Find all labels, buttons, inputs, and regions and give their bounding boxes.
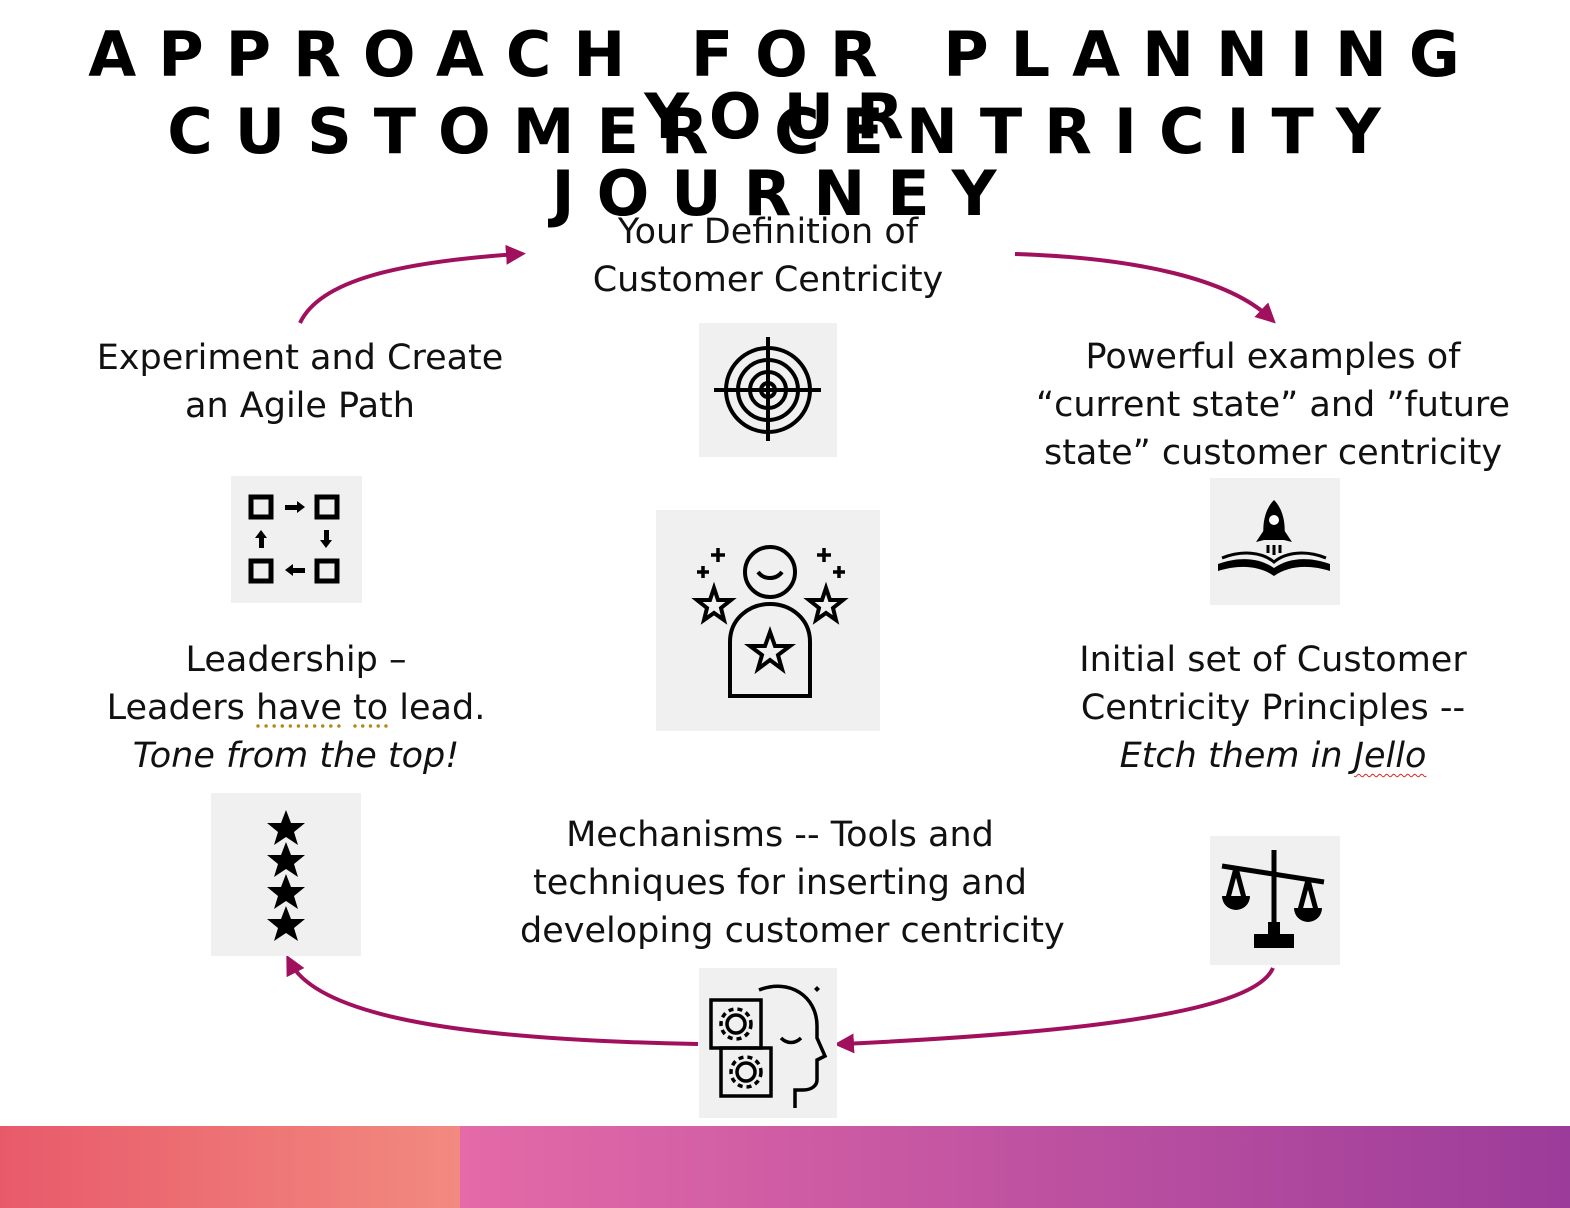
title-line-2: CUSTOMER CENTRICITY JOURNEY (167, 95, 1403, 230)
arrow-principles-to-mechanisms (834, 967, 1275, 1054)
to-word: to (353, 688, 389, 728)
node-examples-label: Powerful examples of “current state” and… (1030, 333, 1516, 477)
footer-band-right (460, 1126, 1570, 1208)
definition-line-1: Your Definition of (617, 212, 919, 252)
star-person-icon (656, 510, 880, 731)
definition-line-2: Customer Centricity (592, 260, 944, 300)
principles-line-3: Etch them in Jello (1040, 732, 1506, 780)
experiment-line-2: an Agile Path (185, 386, 415, 426)
principles-line-1: Initial set of Customer (1079, 640, 1467, 680)
leadership-line-2: Leaders have to lead. (90, 684, 502, 732)
experiment-line-1: Experiment and Create (96, 338, 504, 378)
target-icon (699, 323, 837, 457)
examples-line-1: Powerful examples of (1085, 337, 1461, 377)
leadership-line-1: Leadership – (185, 640, 407, 680)
node-principles-label: Initial set of Customer Centricity Princ… (1040, 636, 1506, 780)
leadership-line-2-pre: Leaders (106, 688, 256, 728)
head-gears-icon (699, 968, 837, 1118)
leadership-line-2-post: lead. (388, 688, 486, 728)
jello-word: Jello (1353, 736, 1427, 776)
leadership-line-2-space (342, 688, 353, 728)
four-stars-icon (211, 793, 361, 956)
arrow-experiment-to-definition (298, 244, 526, 324)
principles-line-2: Centricity Principles -- (1080, 688, 1466, 728)
title-line-1: APPROACH FOR PLANNING YOUR (88, 18, 1482, 153)
leadership-line-3: Tone from the top! (132, 736, 460, 776)
cycle-squares-icon (231, 476, 362, 603)
mechanisms-line-3: developing customer centricity (520, 911, 1065, 951)
principles-line-3-text: Etch them in (1119, 736, 1354, 776)
balance-scale-icon (1210, 836, 1340, 965)
examples-line-3: state” customer centricity (1043, 433, 1503, 473)
rocket-book-icon (1210, 478, 1340, 605)
footer-band-left (0, 1126, 460, 1208)
have-word: have (256, 688, 342, 728)
node-leadership-label: Leadership – Leaders have to lead. Tone … (90, 636, 502, 780)
node-experiment-label: Experiment and Create an Agile Path (90, 334, 510, 430)
mechanisms-line-2: techniques for inserting and (532, 863, 1028, 903)
arrow-definition-to-examples (1014, 252, 1276, 324)
arrow-mechanisms-to-leadership (286, 954, 699, 1046)
node-definition-label: Your Definition of Customer Centricity (560, 208, 976, 304)
examples-line-2: “current state” and ”future (1035, 385, 1511, 425)
node-mechanisms-label: Mechanisms -- Tools and techniques for i… (520, 811, 1065, 955)
mechanisms-line-1: Mechanisms -- Tools and (566, 815, 994, 855)
